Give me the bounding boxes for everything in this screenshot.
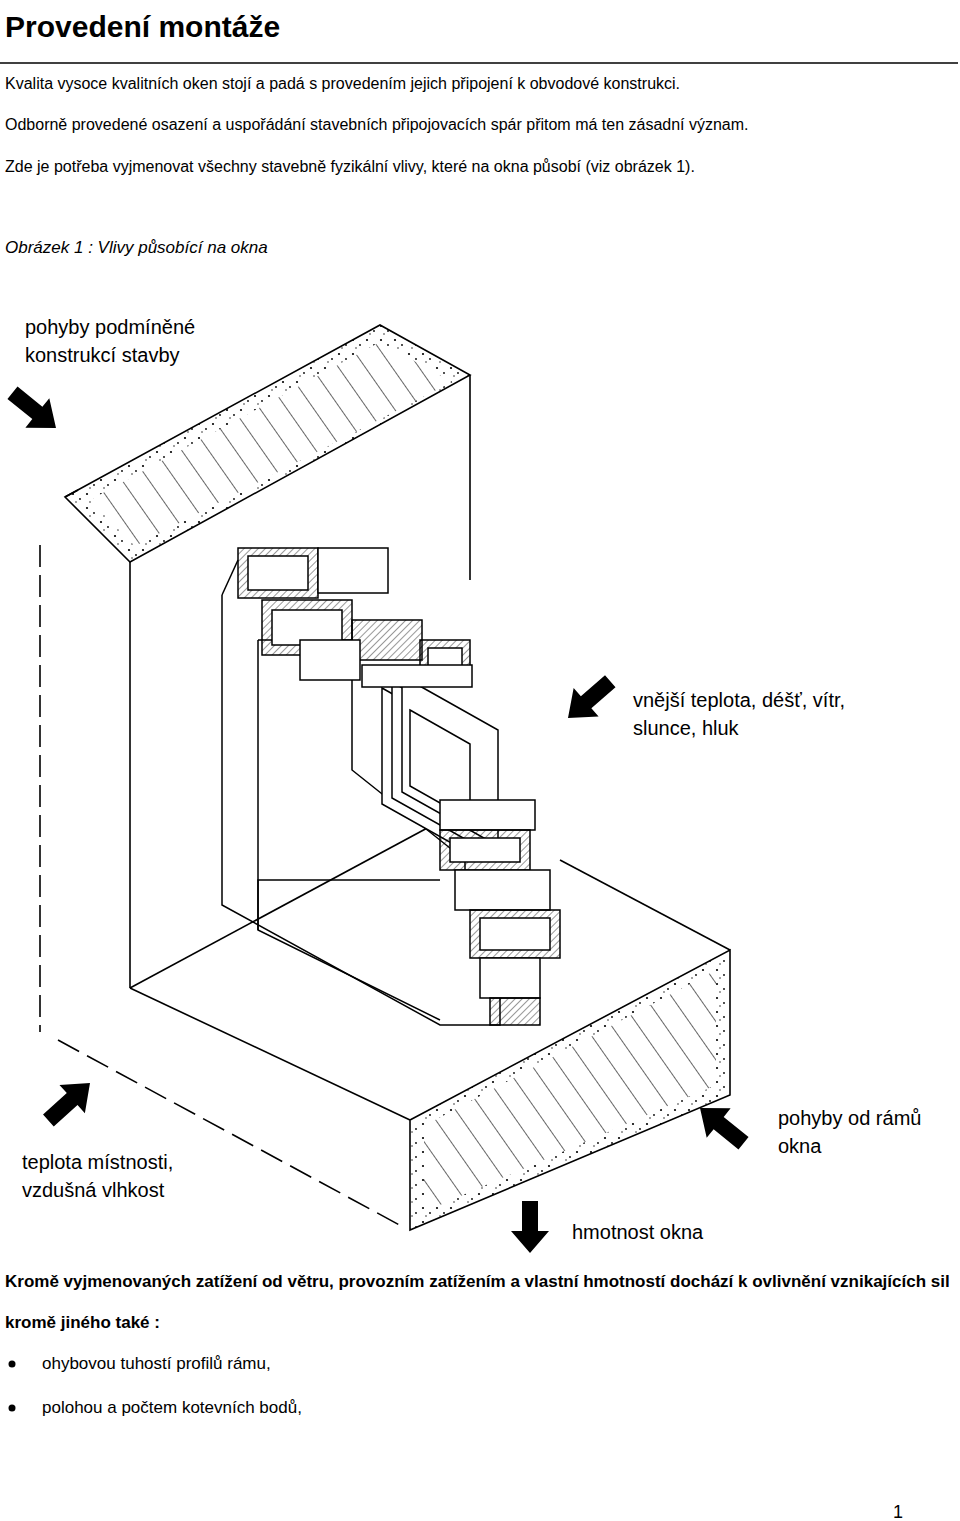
figure-caption: Obrázek 1 : Vlivy působící na okna	[5, 237, 945, 259]
body-text: Zde je potřeba vyjmenovat všechny staveb…	[5, 156, 955, 178]
page-number: 1	[893, 1500, 933, 1521]
bullet-text: polohou a počtem kotevních bodů,	[42, 1396, 922, 1420]
wall-drawing	[40, 325, 730, 1230]
influence-label: pohyby od rámů okna	[778, 1104, 950, 1160]
page-title: Provedení montáže	[5, 8, 945, 46]
influence-label: hmotnost okna	[572, 1218, 792, 1246]
window-frame	[222, 548, 560, 1025]
bullet-dot	[9, 1405, 16, 1412]
influence-label: vnější teplota, déšť, vítr, slunce, hluk	[633, 686, 873, 742]
body-text: Kvalita vysoce kvalitních oken stojí a p…	[5, 73, 955, 95]
influence-label: teplota místnosti, vzdušná vlhkost	[22, 1148, 237, 1204]
body-text: Odborně provedené osazení a uspořádání s…	[5, 114, 955, 136]
influence-arrows	[1, 378, 756, 1253]
title-rule	[0, 62, 958, 64]
bullet-dot	[9, 1361, 16, 1368]
bullet-text: ohybovou tuhostí profilů rámu,	[42, 1352, 922, 1376]
body-text-bold: Kromě vyjmenovaných zatížení od větru, p…	[5, 1261, 955, 1343]
influence-label: pohyby podmíněné konstrukcí stavby	[25, 313, 255, 369]
